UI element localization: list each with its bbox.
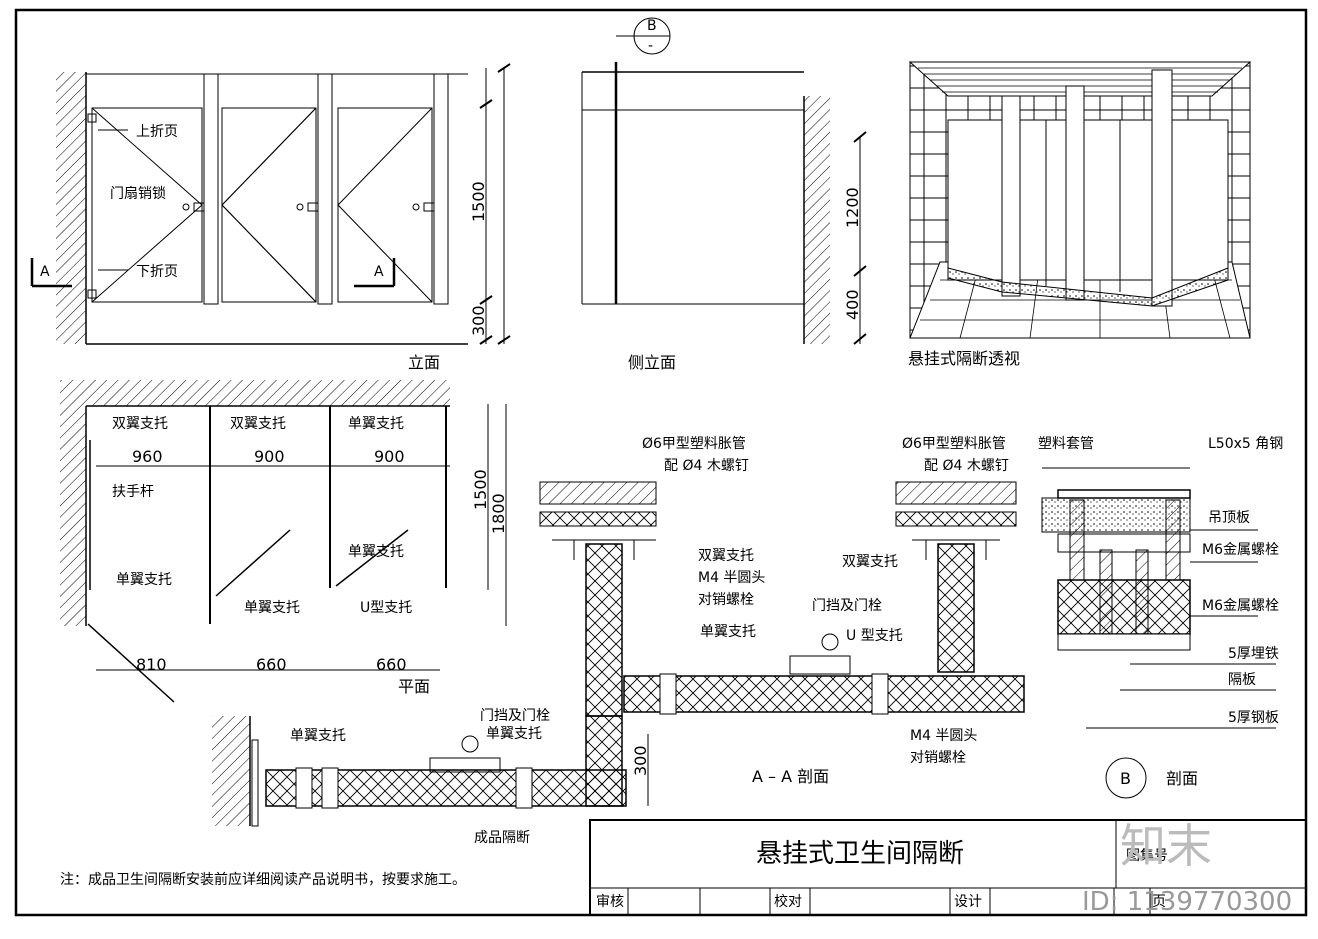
title-elevation: 立面 bbox=[408, 353, 440, 372]
dim-elevation-1500: 1500 bbox=[469, 181, 488, 222]
aa-label-9: 单翼支托 bbox=[486, 726, 542, 742]
plan-label-8: U型支托 bbox=[360, 600, 412, 616]
aa-label-10: 成品隔断 bbox=[474, 830, 530, 846]
dim-side-400: 400 bbox=[843, 289, 862, 320]
side-marker-top: B bbox=[647, 18, 657, 34]
aa-label-1: Ø6甲型塑料胀管 bbox=[642, 436, 746, 452]
aa-label-r3: 双翼支托 bbox=[842, 554, 898, 570]
title-field-design: 设计 bbox=[954, 894, 982, 910]
dim-elevation-300: 300 bbox=[469, 305, 488, 336]
aa-label-r5: U 型支托 bbox=[846, 628, 903, 644]
b-label-1: 塑料套管 bbox=[1038, 436, 1094, 452]
label-lower-hinge: 下折页 bbox=[136, 264, 178, 280]
b-label-4: M6金属螺栓 bbox=[1202, 542, 1279, 558]
b-label-8: 5厚钢板 bbox=[1228, 710, 1279, 726]
plan-view bbox=[60, 380, 507, 703]
plan-label-5: 单翼支托 bbox=[116, 572, 172, 588]
title-block bbox=[589, 819, 1307, 916]
plan-dim-1800: 1800 bbox=[489, 493, 508, 534]
dim-side-1200: 1200 bbox=[843, 187, 862, 228]
title-drawing-no-label: 图集号 bbox=[1126, 847, 1168, 864]
plan-dim-1500: 1500 bbox=[471, 469, 490, 510]
plan-label-6: 单翼支托 bbox=[244, 600, 300, 616]
b-marker: B bbox=[1120, 769, 1131, 788]
side-elevation-view bbox=[581, 17, 867, 345]
aa-label-r1: Ø6甲型塑料胀管 bbox=[902, 436, 1006, 452]
title-block-title: 悬挂式卫生间隔断 bbox=[756, 839, 964, 869]
aa-label-7: 门挡及门栓 bbox=[480, 708, 550, 724]
watermark-id: ID: 1139770300 bbox=[1082, 887, 1292, 917]
label-door-lock: 门扇销锁 bbox=[110, 186, 166, 202]
b-label-7: 隔板 bbox=[1228, 672, 1256, 688]
plan-dim-top-1: 960 bbox=[132, 447, 163, 466]
title-perspective: 悬挂式隔断透视 bbox=[908, 349, 1020, 368]
section-b-view bbox=[1041, 467, 1191, 799]
plan-dim-top-2: 900 bbox=[254, 447, 285, 466]
aa-dim-300: 300 bbox=[631, 745, 650, 776]
section-mark-a-right: A bbox=[374, 264, 384, 280]
plan-label-2: 双翼支托 bbox=[230, 416, 286, 432]
title-field-page: 页 bbox=[1152, 894, 1166, 910]
b-label-2: L50x5 角钢 bbox=[1208, 436, 1283, 452]
plan-dim-bottom-3: 660 bbox=[376, 655, 407, 674]
title-section-aa: A – A 剖面 bbox=[752, 767, 829, 786]
label-upper-hinge: 上折页 bbox=[136, 124, 178, 140]
b-label-3: 吊顶板 bbox=[1208, 510, 1250, 526]
aa-label-4: M4 半圆头 bbox=[698, 570, 765, 586]
drawing-note: 注：成品卫生间隔断安装前应详细阅读产品说明书，按要求施工。 bbox=[60, 871, 466, 888]
perspective-view bbox=[908, 61, 1252, 339]
plan-label-4: 扶手杆 bbox=[112, 484, 154, 500]
side-marker-bottom: - bbox=[648, 38, 653, 54]
aa-label-r2: 配 Ø4 木螺钉 bbox=[924, 458, 1009, 474]
b-label-6: 5厚埋铁 bbox=[1228, 646, 1279, 662]
plan-dim-top-3: 900 bbox=[374, 447, 405, 466]
aa-label-r6: M4 半圆头 bbox=[910, 728, 977, 744]
watermark-brand: 知末 bbox=[1120, 819, 1212, 873]
title-field-review: 审核 bbox=[596, 894, 624, 910]
section-aa-view bbox=[212, 481, 1025, 827]
plan-label-1: 双翼支托 bbox=[112, 416, 168, 432]
title-section-b: 剖面 bbox=[1166, 769, 1198, 788]
title-plan: 平面 bbox=[398, 677, 430, 696]
elevation-view bbox=[30, 63, 511, 345]
aa-label-5: 对销螺栓 bbox=[698, 592, 754, 608]
aa-label-r7: 对销螺栓 bbox=[910, 750, 966, 766]
title-field-check: 校对 bbox=[774, 893, 802, 910]
aa-label-6: 单翼支托 bbox=[700, 624, 756, 640]
aa-label-2: 配 Ø4 木螺钉 bbox=[664, 458, 749, 474]
plan-label-7: 单翼支托 bbox=[348, 544, 404, 560]
plan-dim-bottom-1: 810 bbox=[136, 655, 167, 674]
plan-label-3: 单翼支托 bbox=[348, 416, 404, 432]
section-mark-a-left: A bbox=[40, 264, 50, 280]
plan-dim-bottom-2: 660 bbox=[256, 655, 287, 674]
aa-label-r4: 门挡及门栓 bbox=[812, 598, 882, 614]
title-side-elevation: 侧立面 bbox=[628, 353, 676, 372]
aa-label-3: 双翼支托 bbox=[698, 548, 754, 564]
b-label-5: M6金属螺栓 bbox=[1202, 598, 1279, 614]
aa-label-8: 单翼支托 bbox=[290, 728, 346, 744]
